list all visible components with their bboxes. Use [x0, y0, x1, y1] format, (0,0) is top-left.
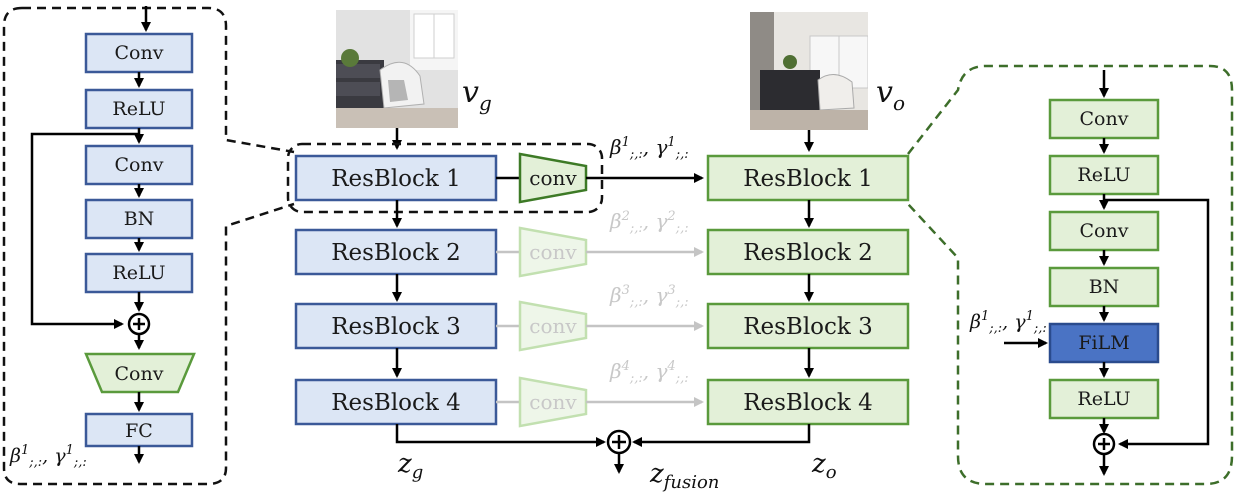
green-resblock-2 [706, 228, 910, 276]
zo-to-fusion-arrow [632, 424, 811, 447]
conv-trapezoid-1 [518, 152, 588, 204]
green-resblock-4-label: ResBlock 4 [743, 390, 873, 416]
vo-label: vo [876, 75, 905, 115]
blue-resblock-2-label: ResBlock 2 [331, 240, 461, 266]
right-panel-border [907, 64, 1234, 486]
right-relu-2-label: ReLU [1077, 388, 1130, 410]
blue-resblock-2 [294, 228, 498, 276]
input-image-vg [336, 10, 458, 128]
green-resblock-3 [706, 302, 910, 350]
green-resblock-1-label: ResBlock 1 [743, 166, 873, 192]
left-trap-conv-label: Conv [115, 363, 164, 385]
blue-resblock-4-label: ResBlock 4 [331, 390, 461, 416]
left-add-node [127, 312, 151, 336]
left-trap-conv [84, 352, 196, 394]
film-params-label-3: β3;,:, γ3;,: [609, 283, 689, 310]
resblock1-highlight [286, 142, 604, 214]
right-add-node [1092, 432, 1116, 456]
left-bn-label: BN [124, 208, 155, 230]
right-skip-connection [1104, 198, 1210, 449]
left-conv-1-label: Conv [115, 42, 164, 64]
conv-trapezoid-2 [518, 226, 588, 278]
left-relu-1-label: ReLU [112, 98, 165, 120]
left-conv-2 [84, 144, 194, 186]
right-relu-2 [1048, 378, 1160, 420]
zg-label: zg [397, 449, 423, 483]
left-conv-2-label: Conv [115, 154, 164, 176]
left-relu-2-label: ReLU [112, 262, 165, 284]
zo-label: zo [811, 449, 837, 483]
fusion-add-node [606, 429, 632, 455]
zg-to-fusion-arrow [395, 424, 606, 447]
input-image-vo [750, 12, 868, 130]
right-film-label: FiLM [1078, 332, 1129, 354]
zfusion-label: zfusion [649, 459, 719, 493]
blue-resblock-3-label: ResBlock 3 [331, 314, 461, 340]
right-conv-2-label: Conv [1080, 220, 1129, 242]
left-detail-panel: Conv ReLU Conv BN ReLU Conv FC β1;,:, γ1… [2, 6, 295, 486]
right-detail-panel: Conv ReLU Conv BN FiLM ReLU β1;,:, γ1;,: [907, 64, 1234, 486]
center-rows: ResBlock 1 ResBlock 1 conv β1;,:, γ1;,: ResB… [294, 135, 910, 428]
right-film [1048, 322, 1160, 364]
right-bn [1048, 266, 1160, 308]
right-relu-1-label: ReLU [1077, 164, 1130, 186]
film-params-label-4: β4;,:, γ4;,: [609, 359, 689, 386]
left-fc-label: FC [125, 420, 153, 442]
film-params-label-1: β1;,:, γ1;,: [609, 135, 689, 162]
blue-resblock-4 [294, 378, 498, 426]
green-resblock-3-label: ResBlock 3 [743, 314, 873, 340]
left-skip-connection [30, 132, 139, 329]
right-input-label: β1;,:, γ1;,: [969, 309, 1047, 336]
blue-resblock-3 [294, 302, 498, 350]
left-relu-2 [84, 252, 194, 294]
right-relu-1 [1048, 154, 1160, 196]
conv-trapezoid-1-label: conv [529, 166, 577, 190]
left-output-label: β1;,:, γ1;,: [9, 443, 87, 470]
left-panel-border-top [22, 6, 295, 154]
left-fc [84, 412, 194, 448]
conv-trapezoid-4 [518, 376, 588, 428]
left-panel-border-bottom [2, 6, 295, 486]
conv-trapezoid-4-label: conv [529, 390, 577, 414]
right-bn-label: BN [1089, 276, 1120, 298]
vg-label: vg [462, 75, 492, 115]
film-params-label-2: β2;,:, γ2;,: [609, 209, 689, 236]
conv-trapezoid-3-label: conv [529, 314, 577, 338]
conv-trapezoid-2-label: conv [529, 240, 577, 264]
conv-trapezoid-3 [518, 300, 588, 352]
green-resblock-2-label: ResBlock 2 [743, 240, 873, 266]
left-relu-1 [84, 88, 194, 130]
blue-resblock-1-label: ResBlock 1 [331, 166, 461, 192]
right-conv-1-label: Conv [1080, 108, 1129, 130]
